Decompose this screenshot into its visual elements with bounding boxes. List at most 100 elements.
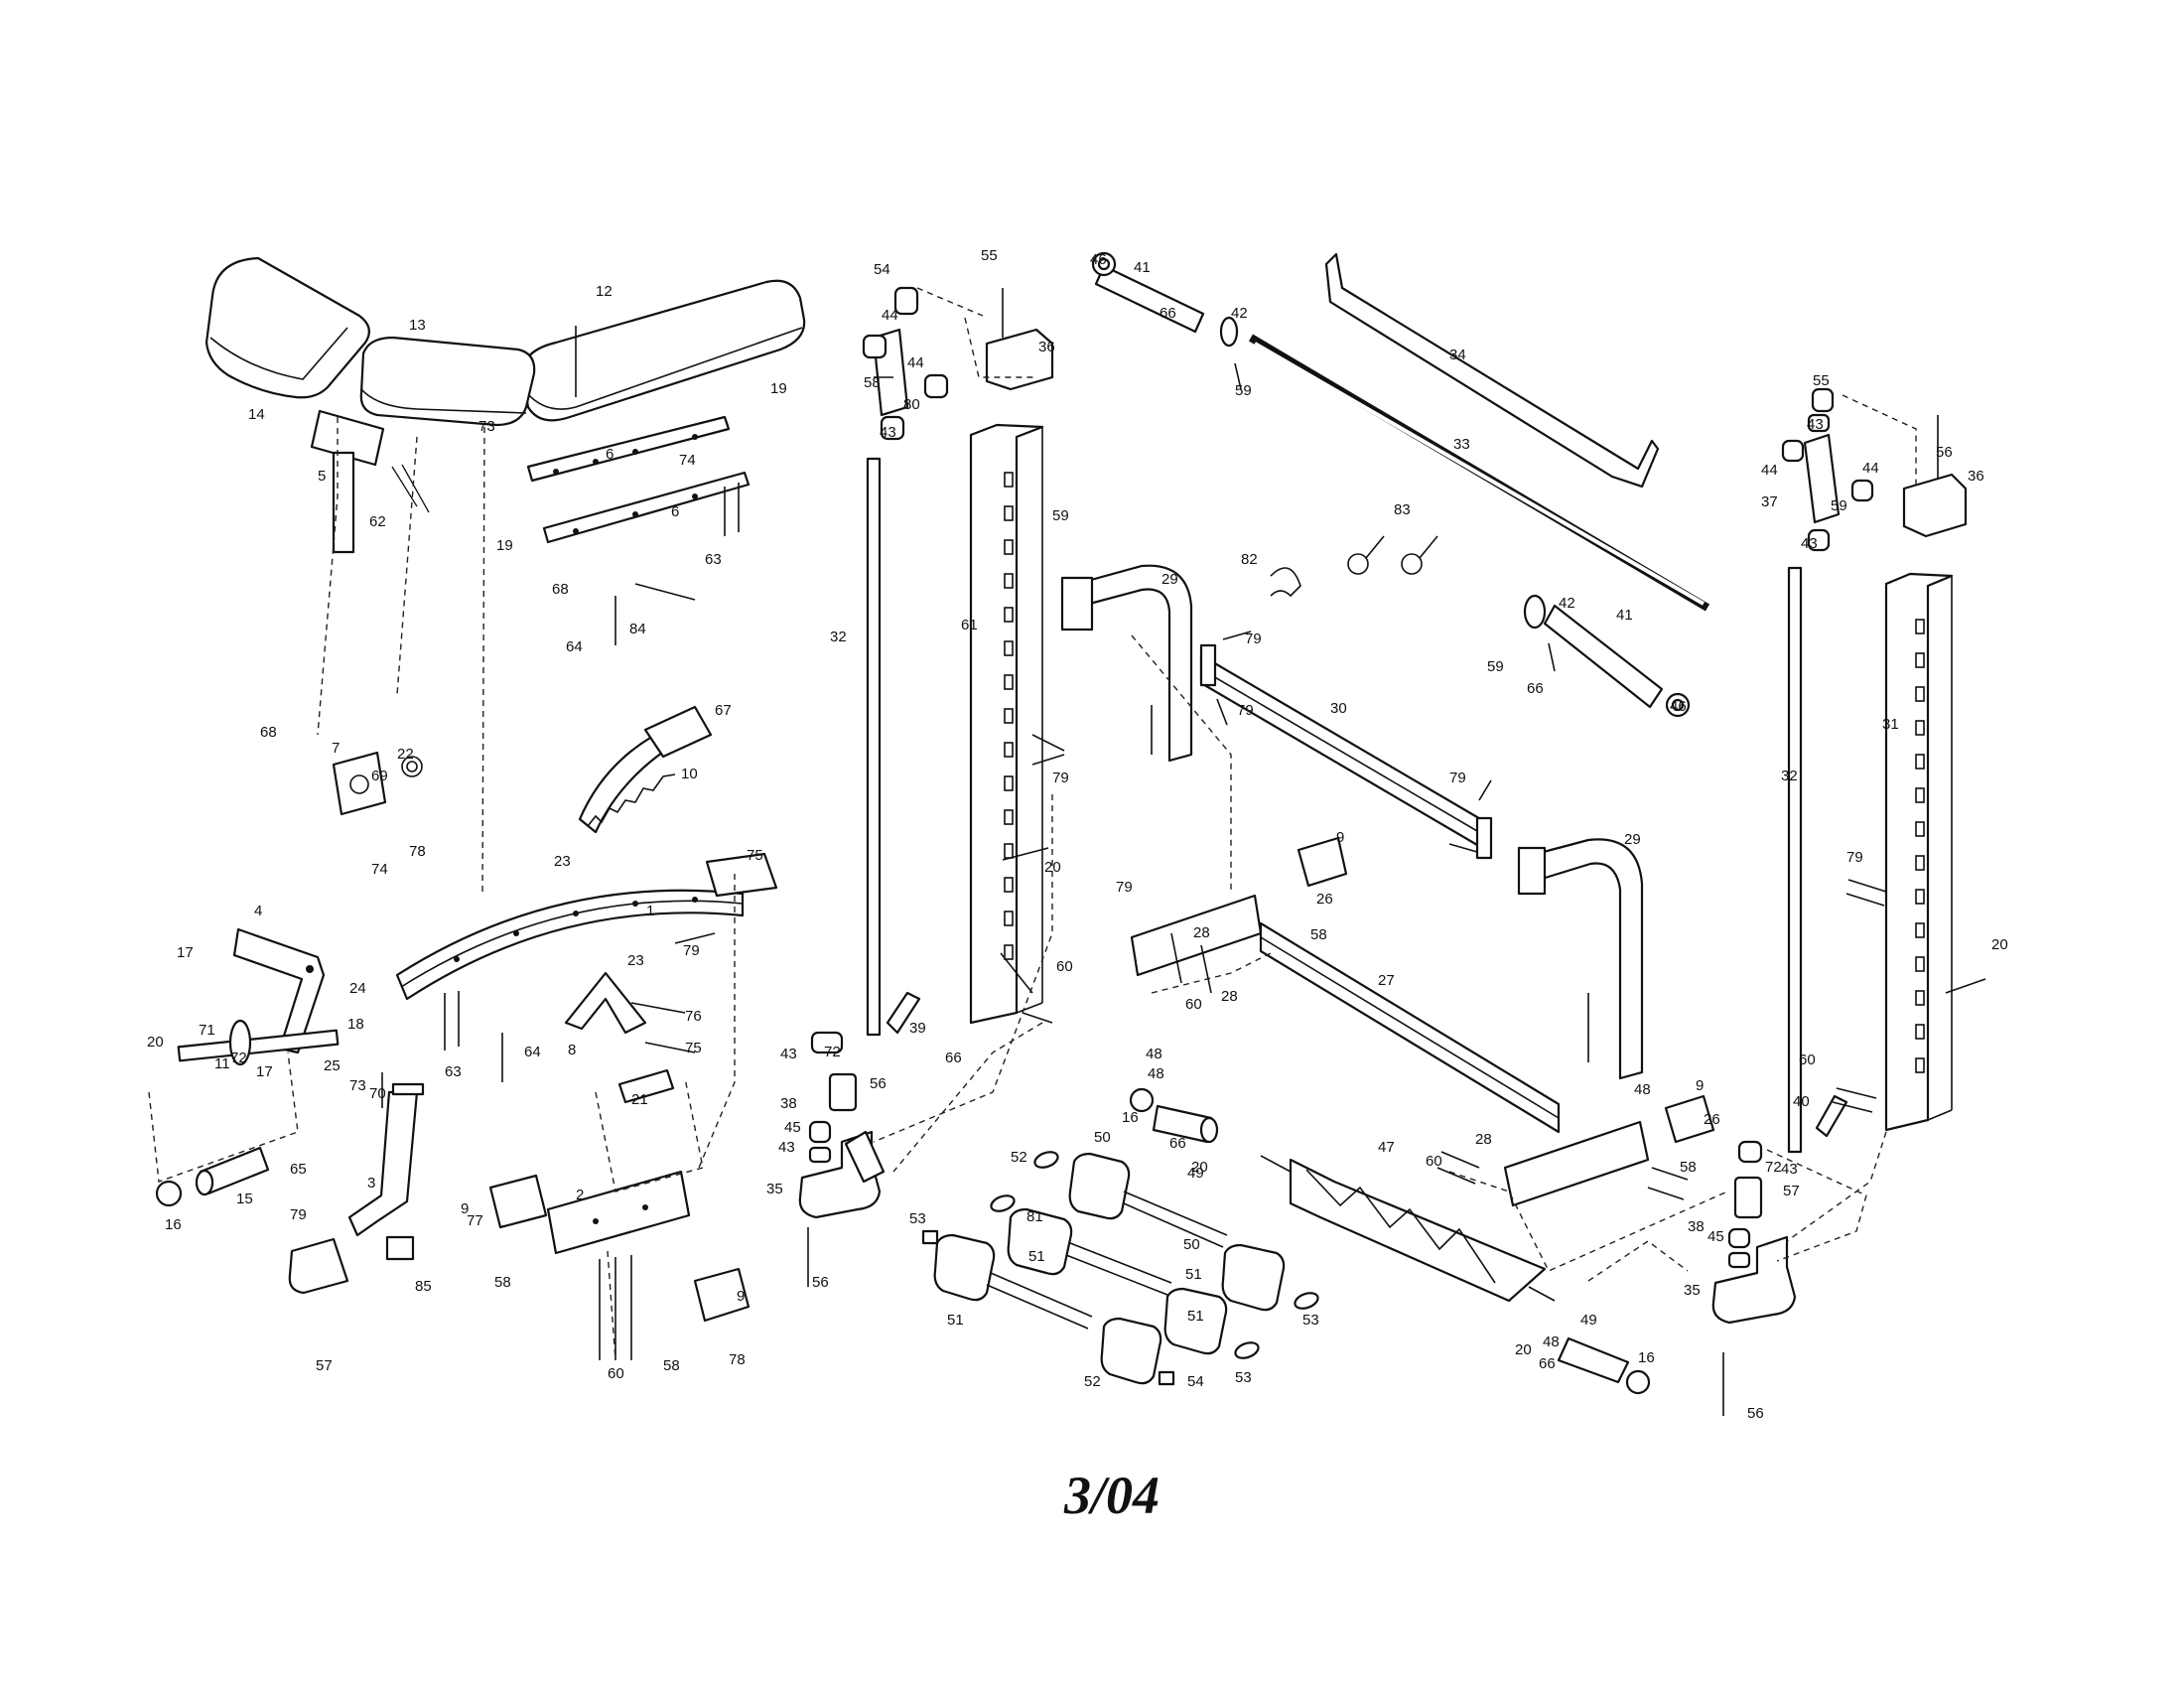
- callout: 44: [882, 307, 898, 324]
- callout: 72: [230, 1050, 247, 1066]
- callout: 36: [1038, 339, 1055, 355]
- callout: 35: [766, 1181, 783, 1197]
- callout: 51: [1028, 1248, 1045, 1265]
- callout: 59: [1235, 382, 1252, 399]
- callout: 70: [369, 1085, 386, 1102]
- pad-51-low: [1163, 1287, 1228, 1355]
- callout: 9: [1696, 1077, 1704, 1094]
- end-cap: [385, 1235, 415, 1261]
- rear-stabilizer: [546, 1170, 691, 1255]
- safety-hook-left: [886, 991, 921, 1035]
- roller-49-lower: [1557, 1336, 1630, 1384]
- callout: 6: [606, 446, 614, 463]
- callout: 71: [199, 1022, 215, 1039]
- callout: 78: [409, 843, 426, 860]
- pad-51-right: [1221, 1243, 1286, 1312]
- callout: 56: [812, 1274, 829, 1291]
- callout: 37: [1761, 493, 1778, 510]
- callout: 7: [332, 740, 340, 757]
- callout: 56: [1747, 1405, 1764, 1422]
- callout: 69: [371, 768, 388, 784]
- callout: 48: [1146, 1046, 1162, 1062]
- frame-assembly: [798, 251, 1728, 1395]
- back-bracket: [332, 751, 387, 816]
- callout: 42: [1559, 595, 1575, 612]
- callout: 19: [496, 537, 513, 554]
- revision-date-label: 3/04: [1063, 1466, 1160, 1525]
- callout: 68: [260, 724, 277, 741]
- callout: 41: [1134, 259, 1151, 276]
- callout: 4: [254, 903, 262, 919]
- foot-cap-center: [1297, 836, 1348, 888]
- callout: 80: [903, 396, 920, 413]
- callout: 64: [524, 1044, 541, 1060]
- callout: 43: [880, 424, 896, 441]
- callout: 10: [681, 766, 698, 782]
- callout: 74: [371, 861, 388, 878]
- upright-right: [1884, 572, 1954, 1132]
- callout: 36: [1968, 468, 1984, 485]
- callout: 6: [671, 503, 679, 520]
- clip-83: [1270, 567, 1301, 598]
- callout: 43: [780, 1046, 797, 1062]
- pad-52-left: [933, 1233, 996, 1302]
- upright-left: [969, 423, 1044, 1025]
- front-foot: [288, 1237, 349, 1295]
- callout: 58: [1680, 1159, 1697, 1176]
- axle-plate: [228, 1019, 252, 1066]
- upright-right-holes: [1915, 619, 1925, 1073]
- upright-left-holes: [1004, 472, 1014, 960]
- pad-52-right: [1100, 1317, 1162, 1385]
- callout: 60: [1799, 1052, 1816, 1068]
- callout: 26: [1316, 891, 1333, 908]
- bench-assembly: [148, 256, 806, 1361]
- callout: 46: [1090, 251, 1107, 268]
- pad-post-tube: [332, 451, 355, 554]
- callout: 28: [1193, 924, 1210, 941]
- callout: 22: [397, 746, 414, 763]
- callout: 20: [1515, 1341, 1532, 1358]
- callout: 9: [737, 1288, 745, 1305]
- callout: 79: [683, 942, 700, 959]
- callout: 44: [1761, 462, 1778, 479]
- sleeve-lower: [1543, 604, 1664, 709]
- seat-pad: [520, 279, 806, 422]
- callout: 55: [981, 247, 998, 264]
- callout: 78: [729, 1351, 746, 1368]
- callout: 41: [1616, 607, 1633, 624]
- callout: 11: [214, 1055, 230, 1072]
- callout: 51: [1185, 1266, 1202, 1283]
- callout: 66: [1539, 1355, 1556, 1372]
- end-plate: [705, 852, 778, 898]
- seat-rail-lower: [542, 471, 751, 544]
- callout: 14: [248, 406, 265, 423]
- seat-rail-upper: [526, 415, 731, 483]
- callout: 63: [445, 1063, 462, 1080]
- part-callouts: 1 2 3 4 5 6 6 7 8 9 9 9 9 10 11 12 13 14…: [147, 247, 2008, 1422]
- callout: 48: [1543, 1333, 1560, 1350]
- callout: 28: [1475, 1131, 1492, 1148]
- callout: 33: [1453, 436, 1470, 453]
- callout: 45: [1707, 1228, 1724, 1245]
- foot-cap-right: [1664, 1094, 1715, 1144]
- callout: 73: [349, 1077, 366, 1094]
- callout: 61: [961, 617, 978, 633]
- callout: 66: [1160, 305, 1176, 322]
- callout: 46: [1670, 698, 1687, 715]
- sleeve-upper: [1094, 264, 1205, 334]
- callout: 5: [318, 468, 326, 485]
- callout: 72: [824, 1044, 841, 1060]
- upright-top-cap-left: [985, 328, 1054, 391]
- callout: 48: [1148, 1065, 1164, 1082]
- callout: 20: [1044, 859, 1061, 876]
- lower-crossbar-rear: [1503, 1120, 1650, 1207]
- callout: 79: [1116, 879, 1133, 896]
- leg-arm: [232, 927, 326, 1054]
- callout: 57: [316, 1357, 333, 1374]
- callout: 50: [1094, 1129, 1111, 1146]
- callout: 9: [1336, 829, 1344, 846]
- guide-rod-left: [866, 457, 882, 1037]
- callout: 72: [1765, 1159, 1782, 1176]
- callout: 35: [1684, 1282, 1701, 1299]
- callout: 81: [1026, 1208, 1043, 1225]
